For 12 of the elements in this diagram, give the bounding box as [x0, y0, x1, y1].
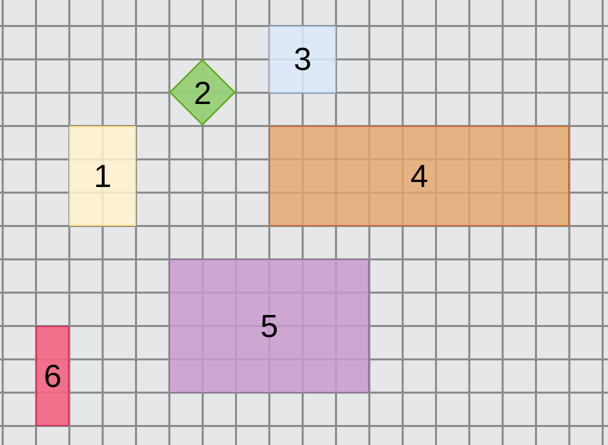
rectangle-shape — [269, 126, 570, 226]
rectangle-shape — [36, 326, 70, 426]
shape-number: 4 — [410, 160, 428, 192]
rectangle-shape — [269, 26, 336, 93]
shape-number: 3 — [294, 43, 312, 76]
shape-number: 1 — [94, 160, 112, 192]
rectangle-shape — [169, 259, 370, 393]
shape-number: 5 — [260, 310, 278, 342]
rectangle-shape — [69, 126, 136, 226]
shape-number: 2 — [194, 76, 212, 109]
diamond-shape — [169, 59, 236, 126]
shape-number: 6 — [44, 360, 62, 392]
